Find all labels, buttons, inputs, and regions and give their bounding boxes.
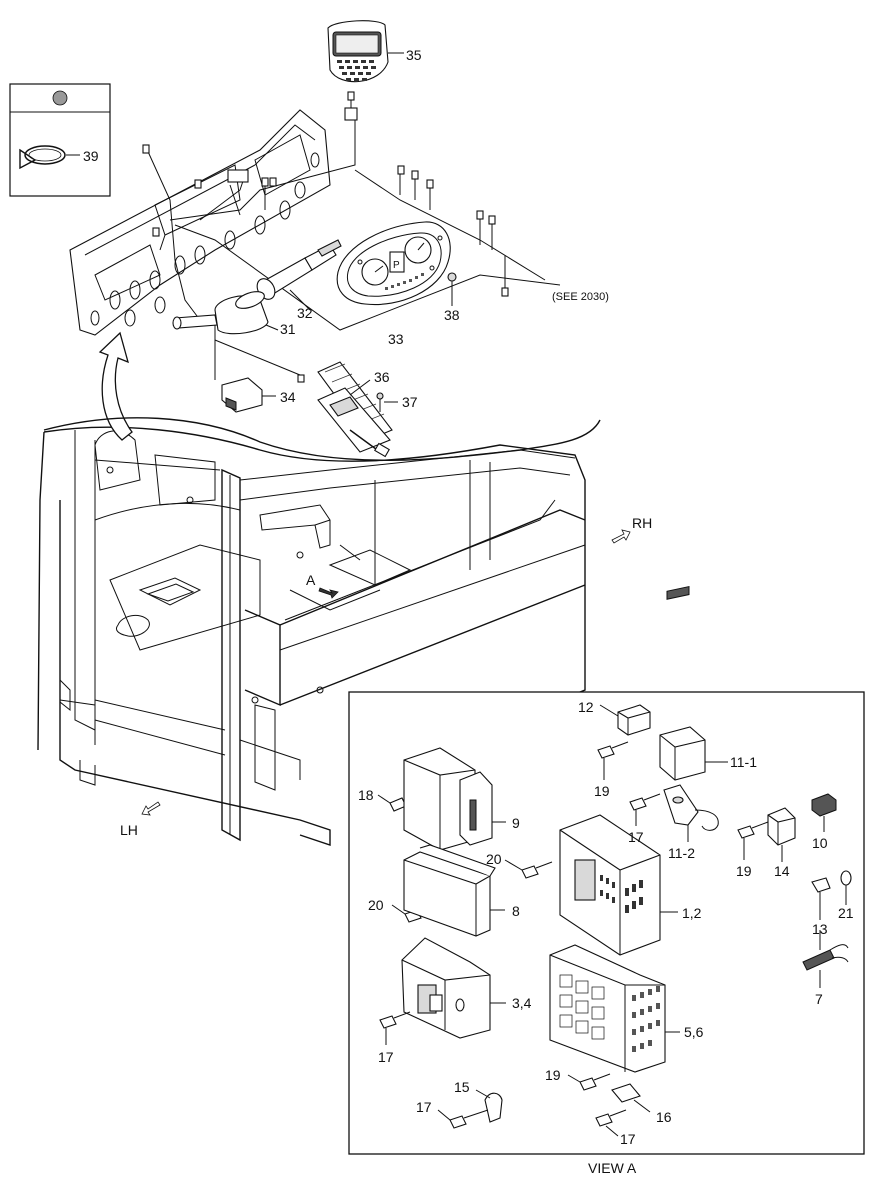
callout-17c: 17 [416,1099,432,1115]
lh-label: LH [120,822,138,838]
callout-21: 21 [838,905,854,921]
callout-7: 7 [815,991,823,1007]
callout-32: 32 [297,305,313,321]
inset-marker-icon [52,90,68,106]
callout-14: 14 [774,863,790,879]
callout-15: 15 [454,1079,470,1095]
callout-1-2: 1,2 [682,905,702,921]
callout-31: 31 [280,321,296,337]
keypad-buttons [337,60,376,81]
bracket-16 [611,1083,651,1113]
module-3-4 [401,937,506,1039]
rh-arrow-icon [611,529,631,544]
callout-11-2: 11-2 [668,845,695,861]
lh-arrow-icon [141,801,161,816]
bolt-19a [597,741,629,780]
callout-39: 39 [83,148,99,164]
callout-17d: 17 [620,1131,636,1147]
bolt-20a [504,859,553,879]
module-11-1 [659,585,728,781]
callout-5-6: 5,6 [684,1024,704,1040]
keypad-display-unit [327,20,404,83]
callout-12: 12 [578,699,594,715]
callout-13: 13 [812,921,828,937]
callout-19b: 19 [736,863,752,879]
cab-frame [37,426,586,846]
bolt-17d [595,1109,627,1137]
ring-21 [840,870,852,905]
inset-box-39 [9,83,111,197]
callout-17a: 17 [628,829,644,845]
callout-36: 36 [374,369,390,385]
callout-37: 37 [402,394,418,410]
relay-12 [599,704,651,736]
rh-label: RH [632,515,652,531]
controller-1-2 [559,814,678,956]
callout-34: 34 [280,389,296,405]
module-9 [403,747,506,851]
cable-tie-icon [19,145,80,170]
callout-10: 10 [812,835,828,851]
connector-7 [802,930,849,988]
bolt-17c [437,1109,489,1129]
callout-20b: 20 [368,897,384,913]
view-a-marker: A [306,572,316,588]
callout-19c: 19 [545,1067,561,1083]
curved-arrow-icon [98,331,133,441]
callout-9: 9 [512,815,520,831]
clip-15 [475,1089,503,1123]
callout-17b: 17 [378,1049,394,1065]
callout-bubble-outline [43,417,601,461]
switch-10 [811,793,837,832]
callout-38: 38 [444,307,460,323]
callout-16: 16 [656,1109,672,1125]
callout-19a: 19 [594,783,610,799]
view-a-title: VIEW A [588,1160,637,1176]
bolt-19c [567,1073,611,1091]
view-a-arrow-icon [318,587,339,599]
relay-14 [767,807,796,862]
module-8 [403,844,505,937]
rocker-switch [221,377,276,413]
plug-13 [811,877,831,920]
callout-20a: 20 [486,851,502,867]
screw-38 [447,272,457,306]
relay-box-5-6 [549,944,680,1073]
bolt-17b [379,1011,411,1045]
callout-11-1: 11-1 [730,754,757,770]
callout-8: 8 [512,903,520,919]
combination-switch [172,291,279,335]
bolt-19b [737,821,769,860]
see-reference-note: (SEE 2030) [552,291,609,303]
bolt-17a [629,793,661,826]
svg-text:P: P [393,260,400,271]
wiring-harness [142,91,561,383]
screw-37 [376,392,398,412]
callout-18: 18 [358,787,374,803]
key-fob-11-2 [663,784,719,842]
instrument-cluster: P [336,221,451,306]
callout-33: 33 [388,331,404,347]
callout-35: 35 [406,47,422,63]
accelerator-pedal [317,361,393,458]
callout-3-4: 3,4 [512,995,532,1011]
